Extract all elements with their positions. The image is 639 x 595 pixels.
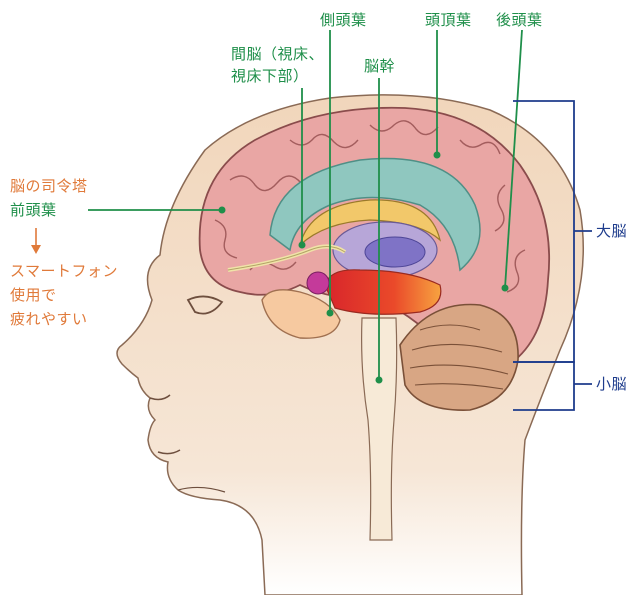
thalamus-inner [364, 236, 426, 268]
eye-detail [186, 295, 224, 315]
label-occipital-lobe: 後頭葉 [496, 11, 543, 29]
pituitary-area [306, 271, 330, 295]
mouth-detail [157, 449, 181, 455]
brainstem-red [324, 269, 442, 315]
pointer-lines [88, 29, 523, 380]
label-temporal-lobe: 側頭葉 [320, 11, 367, 29]
pointer-dots [218, 151, 509, 384]
cerebellum-folds [409, 324, 509, 390]
blue-brackets [513, 100, 592, 411]
label-smartphone-3: 疲れやすい [10, 310, 88, 328]
label-parietal-lobe: 頭頂葉 [425, 11, 472, 29]
corpus-callosum [298, 199, 442, 247]
label-brainstem: 脳幹 [364, 57, 396, 75]
chin-detail [177, 486, 226, 493]
orange-arrow [31, 228, 41, 254]
label-cerebellum: 小脳 [596, 375, 628, 393]
spinal-cord [361, 317, 398, 541]
label-diencephalon-2: 視床下部） [231, 67, 309, 85]
label-command-tower: 脳の司令塔 [10, 177, 88, 195]
label-diencephalon-1: 間脳（視床、 [231, 45, 325, 63]
label-cerebrum: 大脳 [596, 222, 628, 240]
label-smartphone-2: 使用で [10, 286, 57, 304]
temporal-lower [261, 289, 341, 339]
label-smartphone-1: スマートフォン [10, 262, 119, 280]
label-frontal-lobe: 前頭葉 [10, 201, 57, 219]
nose-detail [149, 394, 171, 401]
nerve-path-2 [227, 246, 346, 271]
